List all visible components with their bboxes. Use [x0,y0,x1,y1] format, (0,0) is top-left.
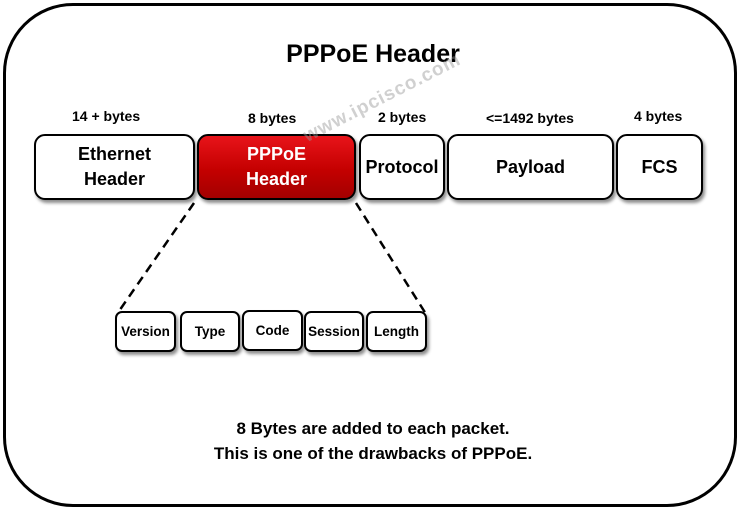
size-label-fcs: 4 bytes [634,108,683,124]
size-label-payload: <=1492 bytes [486,110,574,126]
pppoe-field-code: Code [242,310,303,351]
pppoe-field-version-label: Version [121,324,170,339]
field-fcs: FCS [616,134,703,200]
pppoe-field-type: Type [180,311,240,352]
expansion-line-left [115,202,196,315]
field-ethernet-header-label: Ethernet Header [77,144,151,189]
diagram-title: PPPoE Header [286,40,460,68]
pppoe-field-length: Length [366,311,427,352]
note-line-1: 8 Bytes are added to each packet. [236,419,510,438]
field-pppoe-header-label: PPPoE Header [245,144,308,189]
pppoe-field-session-label: Session [308,324,360,339]
field-ethernet-header: Ethernet Header [34,134,195,200]
field-pppoe-header: PPPoE Header [197,134,356,200]
size-label-pppoe: 8 bytes [248,110,297,126]
field-fcs-label: FCS [641,156,678,177]
expansion-line-right [354,202,428,315]
size-label-protocol: 2 bytes [378,109,427,125]
pppoe-field-length-label: Length [374,324,419,339]
note-text: 8 Bytes are added to each packet. This i… [0,416,746,466]
field-payload-label: Payload [495,156,566,177]
pppoe-field-code-label: Code [255,323,290,338]
field-payload: Payload [447,134,614,200]
field-protocol-label: Protocol [365,156,439,177]
diagram-frame [3,3,737,507]
note-line-2: This is one of the drawbacks of PPPoE. [213,444,533,463]
pppoe-field-type-label: Type [194,324,226,339]
pppoe-field-version: Version [115,311,176,352]
size-label-ethernet: 14 + bytes [72,108,141,124]
field-protocol: Protocol [359,134,445,200]
pppoe-field-session: Session [304,311,364,352]
